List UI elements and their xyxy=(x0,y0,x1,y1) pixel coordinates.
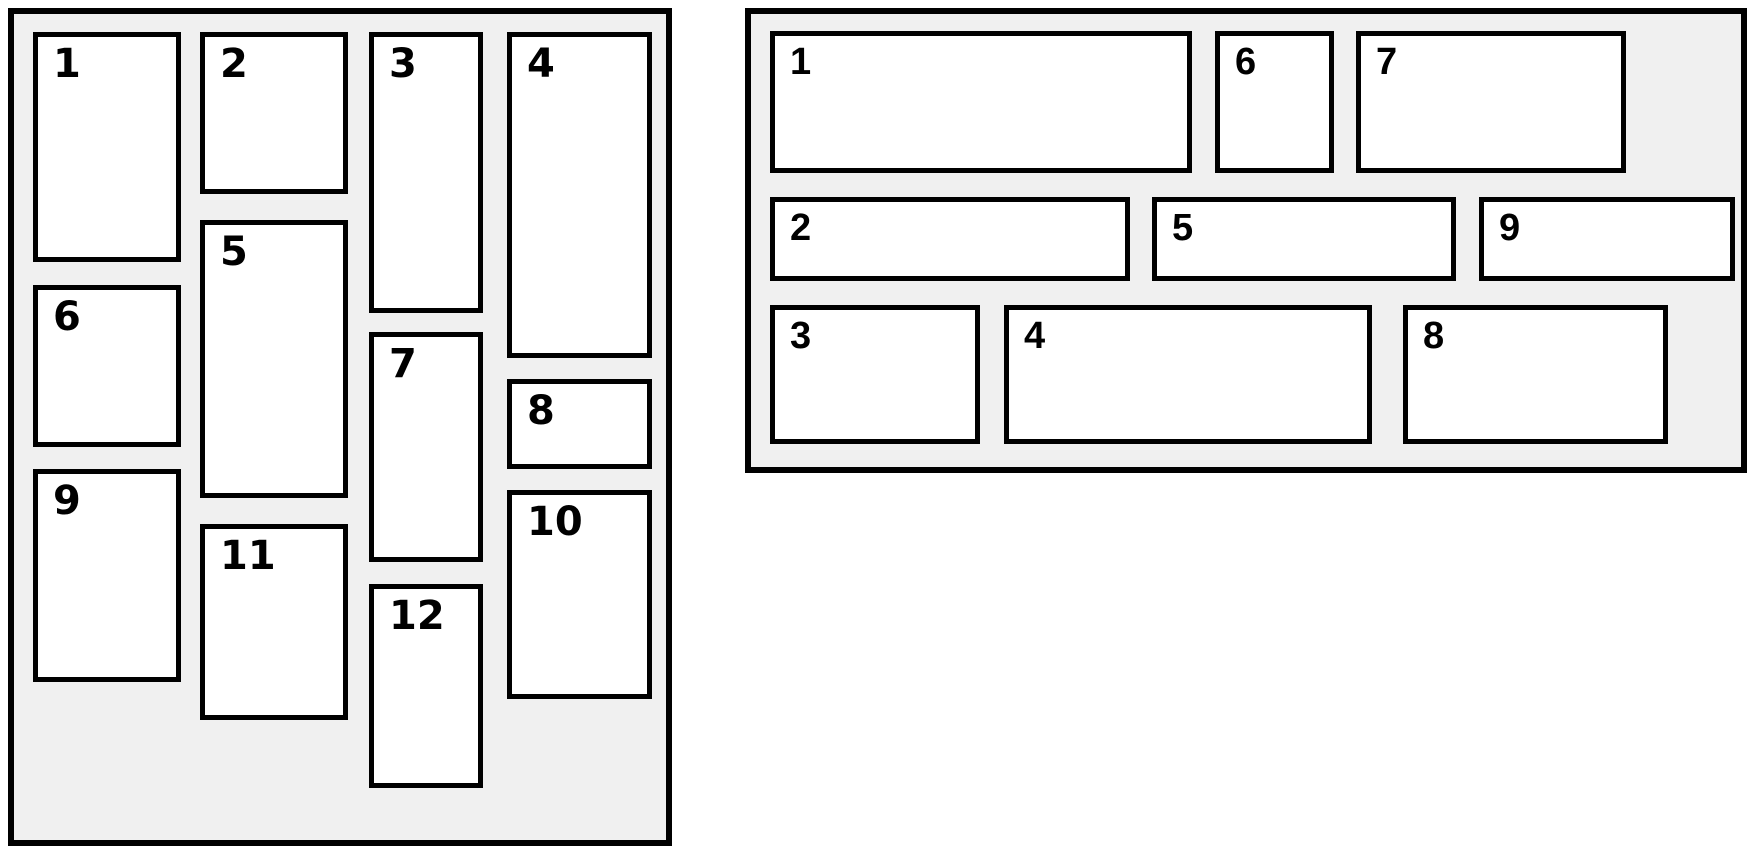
item-number-label: 3 xyxy=(790,315,812,357)
item-number-label: 1 xyxy=(790,41,812,83)
row-item: 3 xyxy=(770,305,980,444)
row-item: 1 xyxy=(770,31,1192,173)
masonry-item: 8 xyxy=(507,379,652,469)
item-number-label: 11 xyxy=(220,533,276,579)
masonry-item: 9 xyxy=(33,469,181,682)
rows-layout-panel: 1 6 7 2 5 9 3 4 8 xyxy=(745,8,1747,473)
item-number-label: 9 xyxy=(53,478,81,524)
row-item: 4 xyxy=(1004,305,1372,444)
item-number-label: 10 xyxy=(527,499,583,545)
masonry-item: 1 xyxy=(33,32,181,262)
item-number-label: 6 xyxy=(1235,41,1257,83)
item-number-label: 12 xyxy=(389,593,445,639)
item-number-label: 8 xyxy=(1423,315,1445,357)
masonry-item: 3 xyxy=(369,32,483,313)
masonry-item: 12 xyxy=(369,584,483,788)
row-item: 6 xyxy=(1215,31,1334,173)
item-number-label: 1 xyxy=(53,41,81,87)
masonry-item: 7 xyxy=(369,332,483,562)
item-number-label: 5 xyxy=(220,229,248,275)
masonry-item: 5 xyxy=(200,220,348,498)
item-number-label: 5 xyxy=(1172,207,1194,249)
masonry-item: 2 xyxy=(200,32,348,194)
masonry-layout-panel: 1 2 3 4 5 6 7 8 9 10 11 12 xyxy=(8,8,672,846)
row-item: 5 xyxy=(1152,197,1456,281)
item-number-label: 4 xyxy=(527,41,555,87)
row-item: 2 xyxy=(770,197,1130,281)
item-number-label: 2 xyxy=(790,207,812,249)
row-item: 7 xyxy=(1356,31,1626,173)
masonry-item: 10 xyxy=(507,490,652,699)
row-item: 9 xyxy=(1479,197,1735,281)
masonry-item: 4 xyxy=(507,32,652,358)
item-number-label: 8 xyxy=(527,388,555,434)
item-number-label: 3 xyxy=(389,41,417,87)
row-item: 8 xyxy=(1403,305,1668,444)
item-number-label: 7 xyxy=(1376,41,1398,83)
item-number-label: 6 xyxy=(53,294,81,340)
item-number-label: 7 xyxy=(389,341,417,387)
masonry-item: 6 xyxy=(33,285,181,447)
item-number-label: 4 xyxy=(1024,315,1046,357)
masonry-item: 11 xyxy=(200,524,348,720)
item-number-label: 2 xyxy=(220,41,248,87)
item-number-label: 9 xyxy=(1499,207,1521,249)
